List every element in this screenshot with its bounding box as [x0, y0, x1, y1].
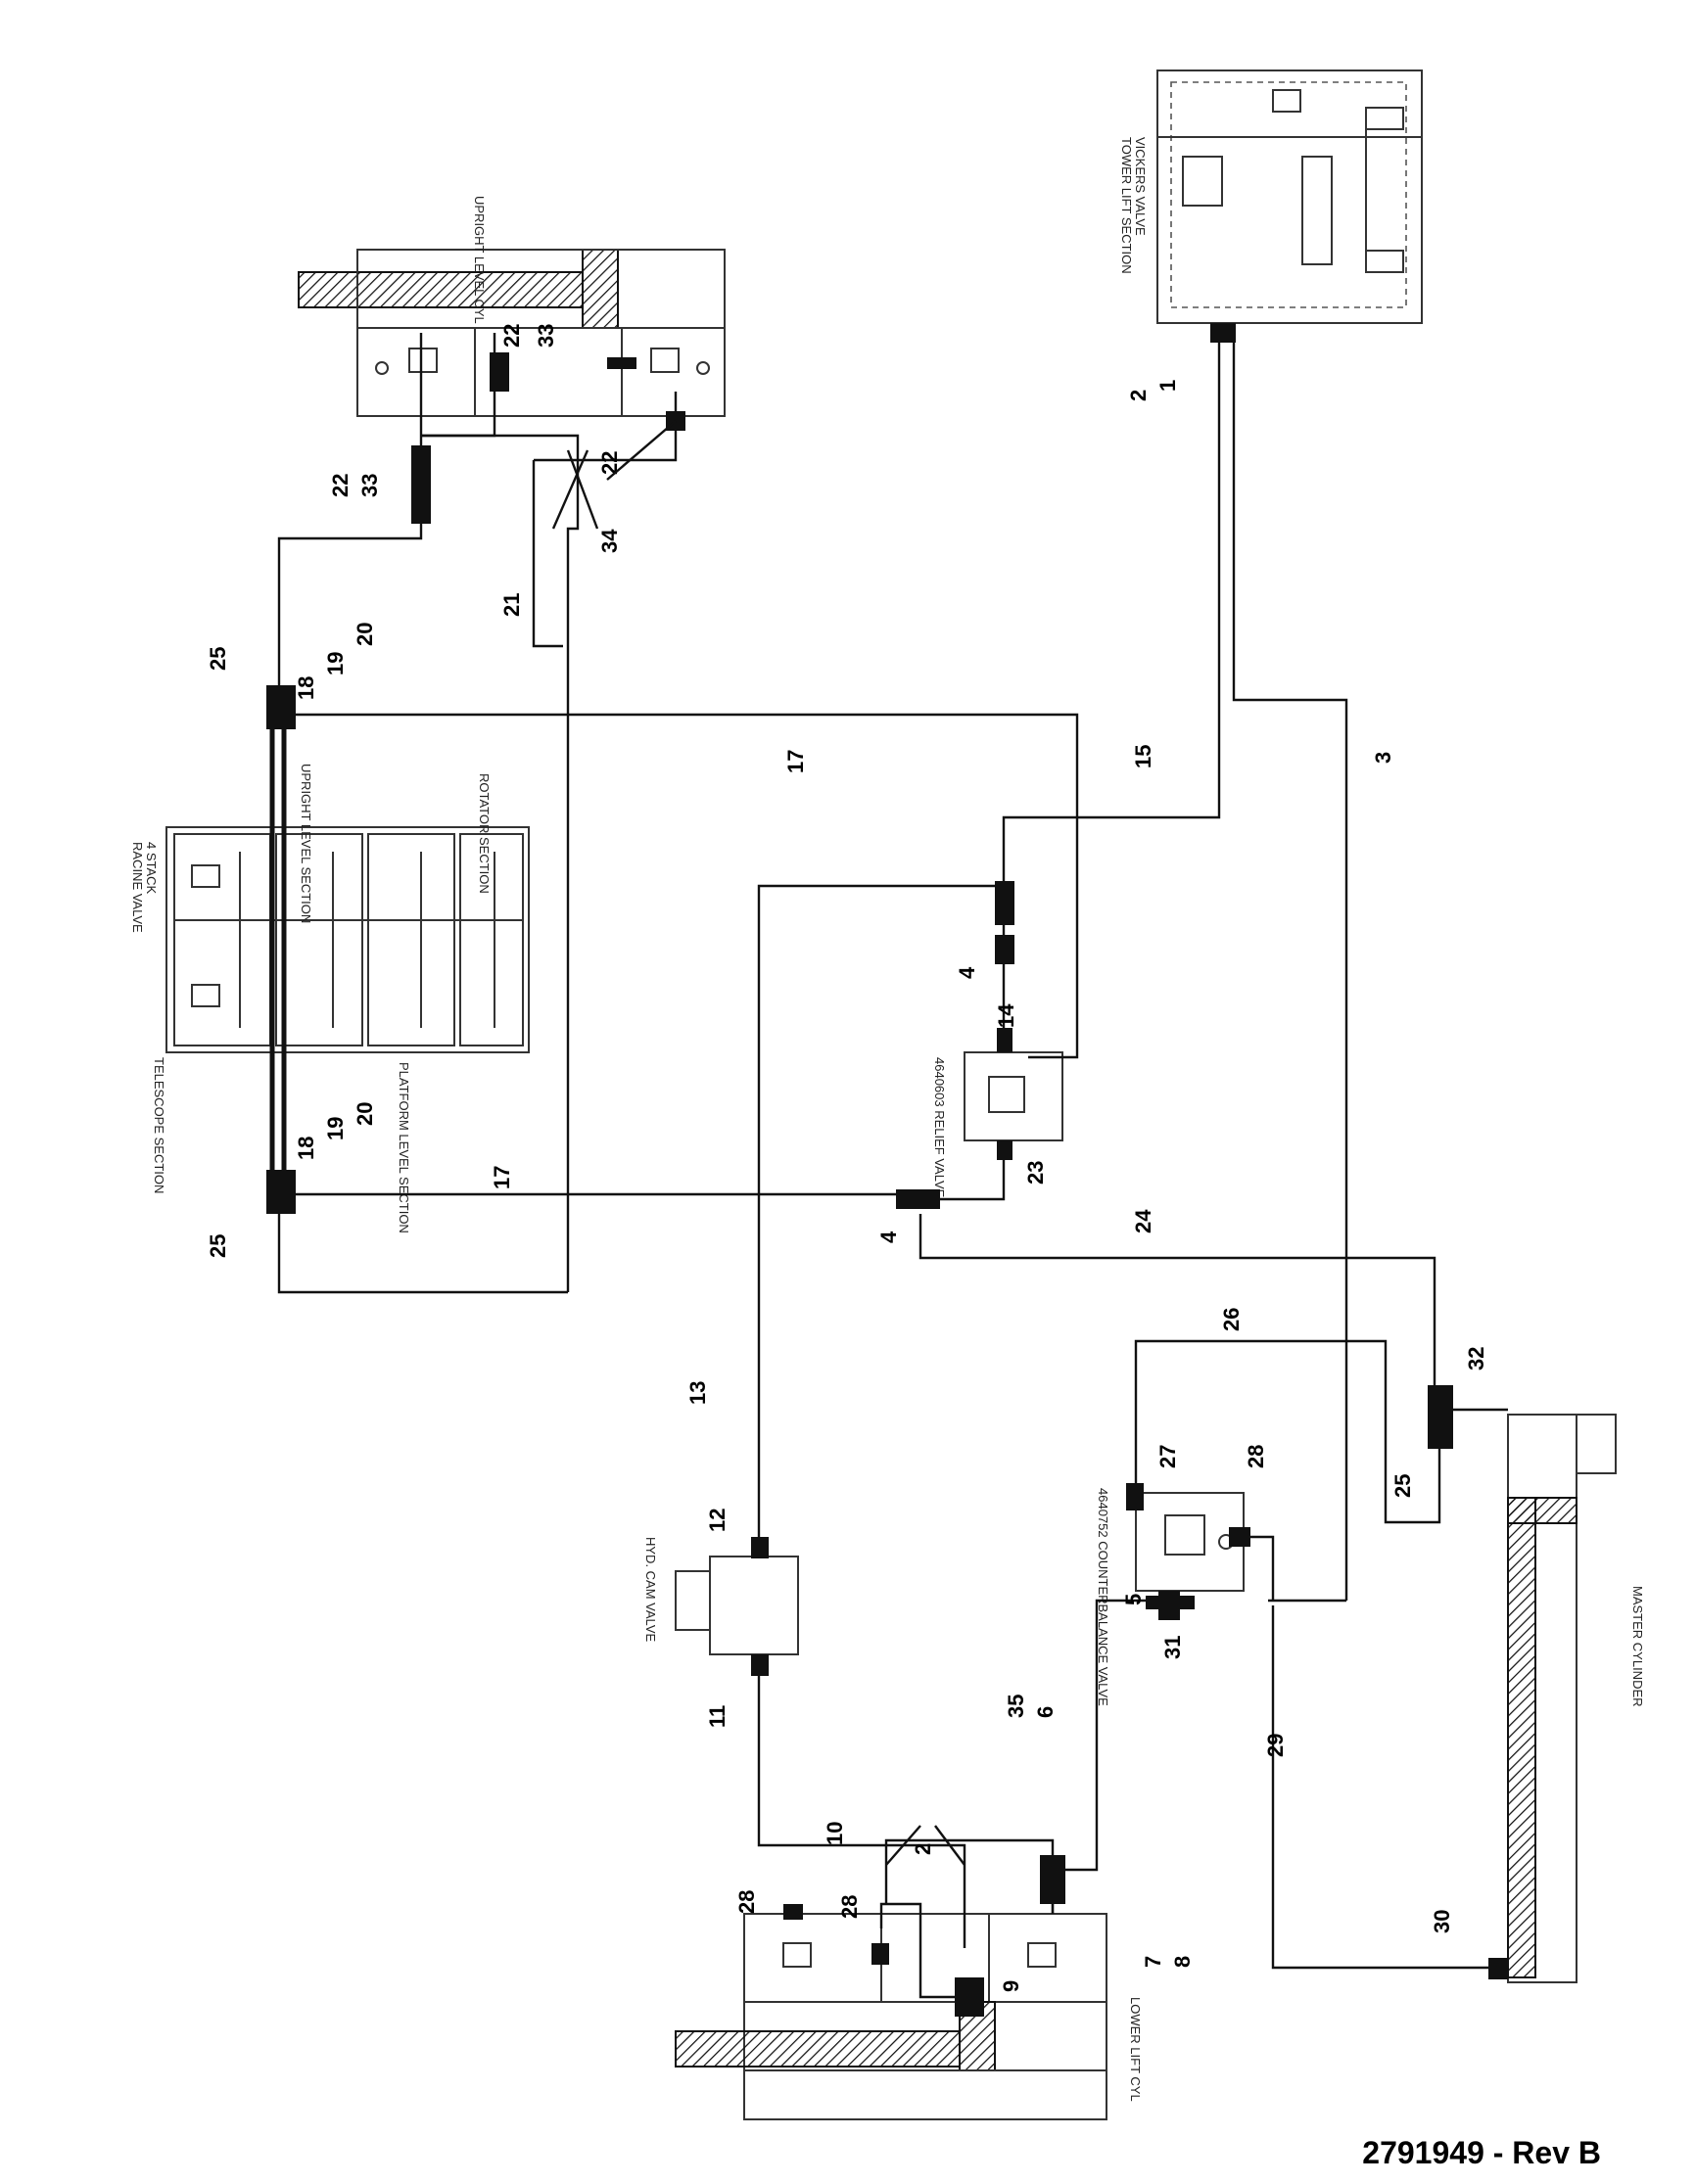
- callout-20-bottom: 20: [353, 1102, 377, 1126]
- callout-numbers: 1 2 2 3 4 4 5 6 7 8 9 10 11 12 13 14 15 …: [206, 324, 1488, 1992]
- vickers-valve: VICKERS VALVE TOWER LIFT SECTION: [1119, 70, 1423, 324]
- callout-32: 32: [1464, 1347, 1488, 1371]
- cam-valve: HYD. CAM VALVE: [643, 1537, 799, 1655]
- relief-valve-label: 4640603 RELIEF VALVE: [932, 1057, 947, 1198]
- callout-28-left: 28: [734, 1890, 759, 1914]
- callout-8: 8: [1170, 1956, 1195, 1968]
- lower-lift-cylinder: LOWER LIFT CYL: [675, 1913, 1143, 2120]
- callout-3: 3: [1371, 752, 1395, 764]
- callout-4-top: 4: [955, 966, 979, 979]
- callout-7: 7: [1141, 1956, 1165, 1968]
- svg-text:ROTATOR SECTION: ROTATOR SECTION: [477, 773, 492, 894]
- upright-level-section-label: UPRIGHT LEVEL SECTION: [299, 764, 313, 923]
- svg-text:HYD. CAM VALVE: HYD. CAM VALVE: [643, 1537, 658, 1642]
- svg-text:TELESCOPE SECTION: TELESCOPE SECTION: [152, 1057, 166, 1193]
- callout-30: 30: [1430, 1910, 1454, 1933]
- svg-text:VICKERS VALVE: VICKERS VALVE: [1133, 137, 1148, 236]
- svg-text:4640752 COUNTERBALANCE VALVE: 4640752 COUNTERBALANCE VALVE: [1096, 1488, 1110, 1706]
- callout-17-bottom: 17: [490, 1166, 514, 1189]
- callout-2-top: 2: [1126, 390, 1151, 401]
- callout-19-top: 19: [323, 652, 348, 675]
- counterbalance-valve: 4640752 COUNTERBALANCE VALVE: [1096, 1488, 1245, 1706]
- callout-5: 5: [1121, 1594, 1146, 1605]
- upright-level-cylinder: UPRIGHT LEVEL CYL: [298, 196, 726, 417]
- upright-level-cyl-label: UPRIGHT LEVEL CYL: [472, 196, 487, 324]
- svg-text:UPRIGHT LEVEL CYL: UPRIGHT LEVEL CYL: [472, 196, 487, 324]
- callout-34: 34: [597, 529, 622, 553]
- callout-20-top: 20: [353, 623, 377, 646]
- callout-10: 10: [823, 1822, 847, 1845]
- stack-valve-label-1: 4 STACK: [144, 842, 159, 895]
- callout-31: 31: [1160, 1636, 1185, 1659]
- callout-28-mid: 28: [837, 1895, 862, 1919]
- callout-33-mid: 33: [534, 324, 558, 348]
- lower-lift-cyl-label: LOWER LIFT CYL: [1128, 1997, 1143, 2102]
- svg-text:4640603 RELIEF VALVE: 4640603 RELIEF VALVE: [932, 1057, 947, 1198]
- svg-text:RACINE VALVE: RACINE VALVE: [130, 842, 145, 933]
- stack-valve-label-2: RACINE VALVE: [130, 842, 145, 933]
- svg-text:MASTER CYLINDER: MASTER CYLINDER: [1630, 1586, 1645, 1707]
- master-cylinder-label: MASTER CYLINDER: [1630, 1586, 1645, 1707]
- callout-6: 6: [1033, 1706, 1058, 1718]
- callout-19-bottom: 19: [323, 1117, 348, 1140]
- callout-2-bottom: 2: [911, 1843, 935, 1855]
- callout-27: 27: [1155, 1445, 1180, 1468]
- callout-18-top: 18: [294, 676, 318, 700]
- callout-26: 26: [1219, 1308, 1244, 1331]
- callout-33-left: 33: [357, 474, 382, 497]
- callout-29: 29: [1263, 1734, 1288, 1757]
- callout-25-bottom: 25: [206, 1234, 230, 1258]
- callout-28-right: 28: [1244, 1445, 1268, 1468]
- callout-4-bottom: 4: [876, 1231, 901, 1243]
- cam-valve-label: HYD. CAM VALVE: [643, 1537, 658, 1642]
- callout-25-right: 25: [1390, 1474, 1415, 1498]
- svg-text:LOWER LIFT CYL: LOWER LIFT CYL: [1128, 1997, 1143, 2102]
- leader-lines: [551, 420, 965, 1866]
- callout-9: 9: [999, 1980, 1023, 1992]
- callout-18-bottom: 18: [294, 1137, 318, 1160]
- callout-15: 15: [1131, 745, 1155, 768]
- callout-24: 24: [1131, 1209, 1155, 1233]
- callout-22-left: 22: [328, 474, 353, 497]
- fittings: [266, 323, 1508, 2017]
- racine-stack-valve: 4 STACK RACINE VALVE TELESCOPE SECTION U…: [130, 764, 530, 1233]
- callout-25-top: 25: [206, 647, 230, 671]
- tower-lift-section-label: TOWER LIFT SECTION: [1119, 137, 1134, 274]
- callout-14: 14: [994, 1003, 1018, 1028]
- rotator-section-label: ROTATOR SECTION: [477, 773, 492, 894]
- vickers-valve-label: VICKERS VALVE: [1133, 137, 1148, 236]
- document-number: 2791949 - Rev B: [1362, 2135, 1601, 2170]
- callout-11: 11: [705, 1705, 730, 1728]
- callout-17-top: 17: [783, 750, 808, 773]
- callout-22-mid: 22: [499, 324, 524, 348]
- relief-valve: 4640603 RELIEF VALVE: [932, 1051, 1063, 1198]
- callout-35: 35: [1004, 1695, 1028, 1718]
- callout-1: 1: [1155, 380, 1180, 392]
- svg-text:TOWER LIFT SECTION: TOWER LIFT SECTION: [1119, 137, 1134, 274]
- svg-text:UPRIGHT LEVEL SECTION: UPRIGHT LEVEL SECTION: [299, 764, 313, 923]
- hose-lines: [269, 333, 1508, 1999]
- svg-text:4 STACK: 4 STACK: [144, 842, 159, 895]
- svg-text:PLATFORM LEVEL SECTION: PLATFORM LEVEL SECTION: [397, 1062, 411, 1233]
- platform-level-section-label: PLATFORM LEVEL SECTION: [397, 1062, 411, 1233]
- callout-21: 21: [499, 593, 524, 617]
- counterbalance-valve-label: 4640752 COUNTERBALANCE VALVE: [1096, 1488, 1110, 1706]
- telescope-section-label: TELESCOPE SECTION: [152, 1057, 166, 1193]
- master-cylinder: MASTER CYLINDER: [1507, 1414, 1645, 1983]
- callout-23: 23: [1023, 1161, 1048, 1185]
- callout-13: 13: [685, 1381, 710, 1405]
- callout-12: 12: [705, 1509, 730, 1532]
